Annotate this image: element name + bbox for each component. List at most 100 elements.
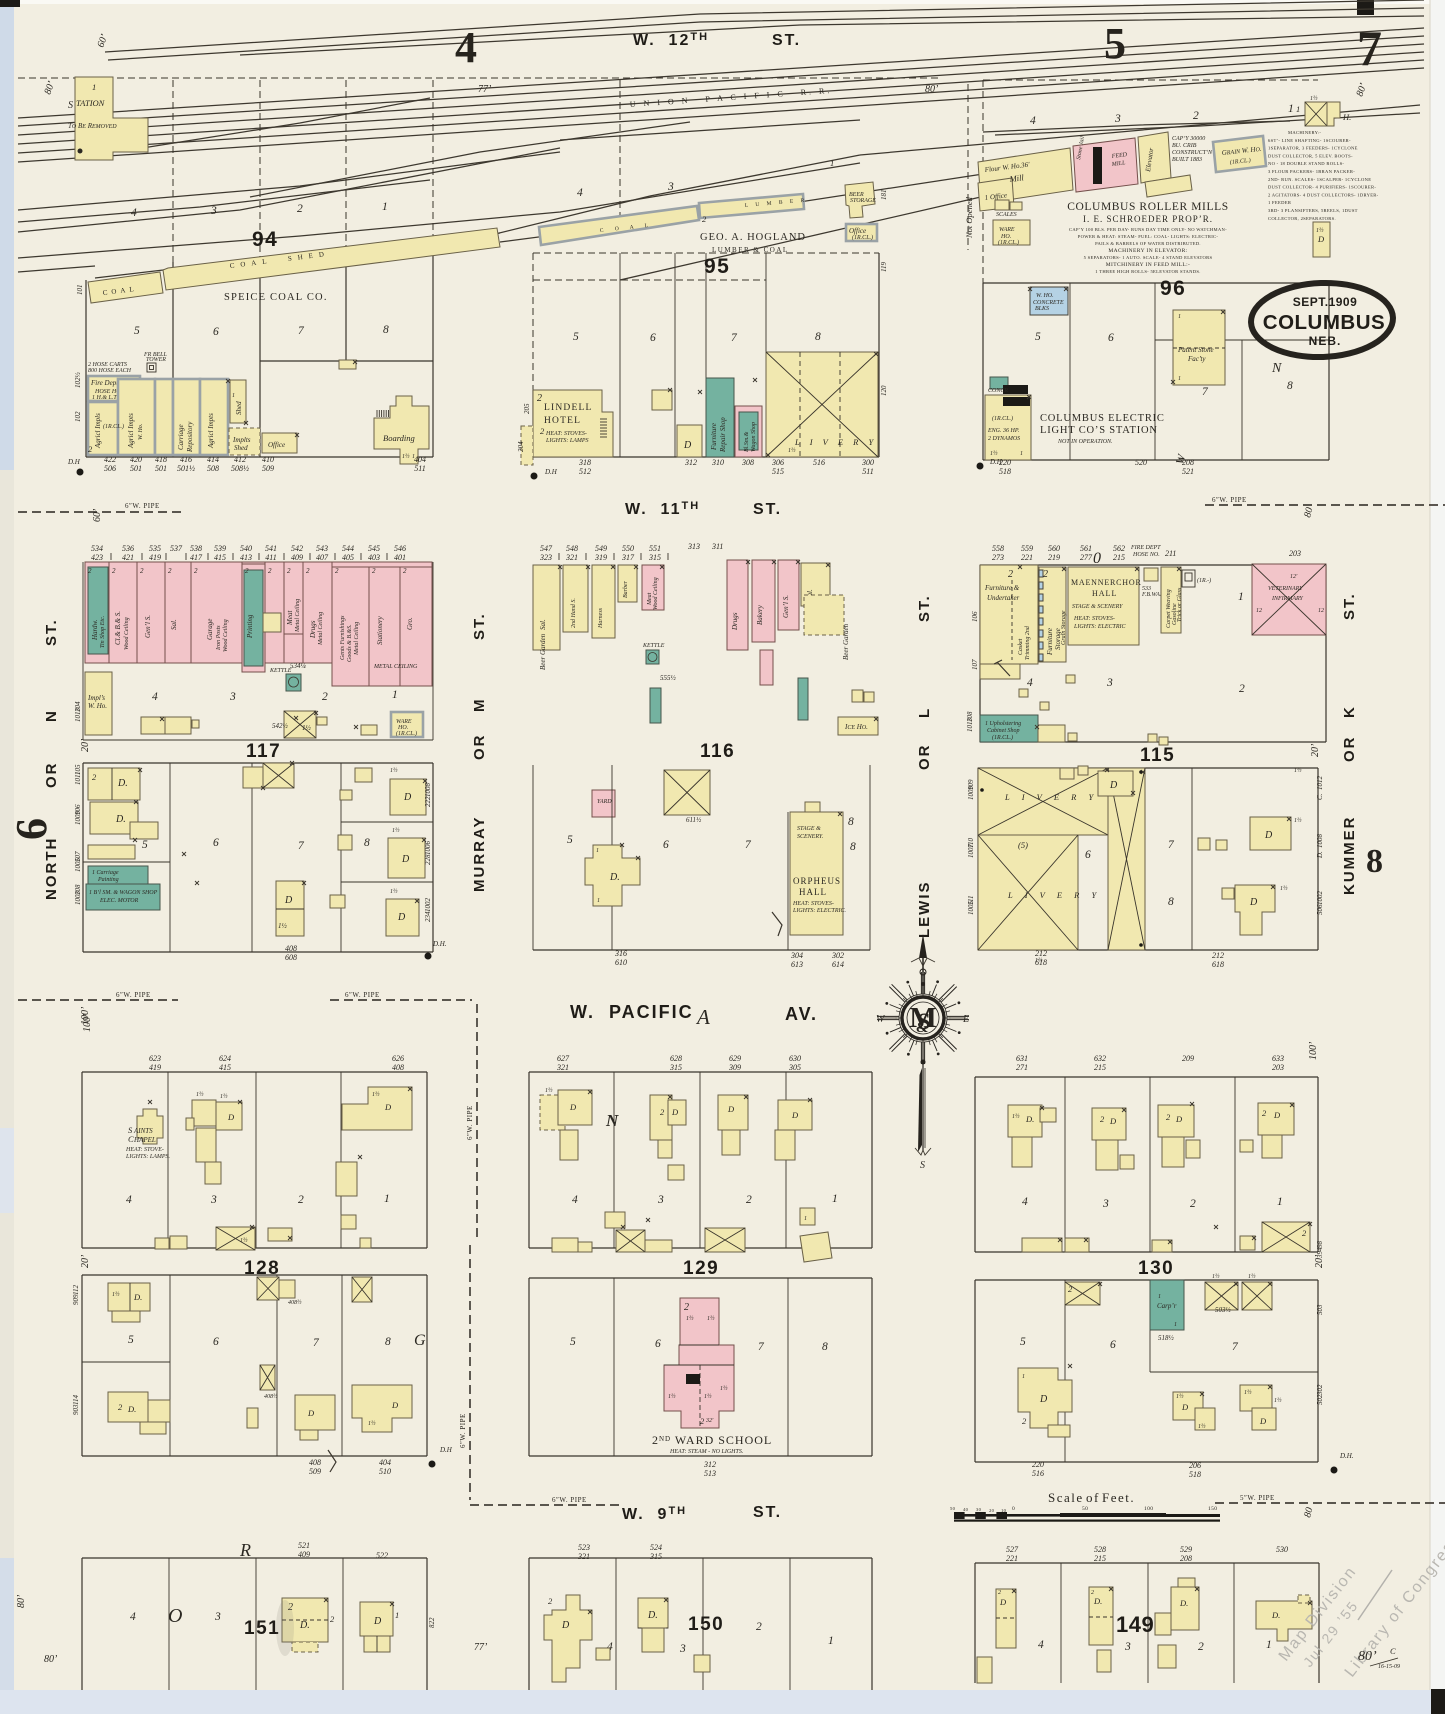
svg-text:516: 516 — [813, 458, 825, 467]
svg-text:D: D — [403, 792, 412, 803]
svg-text:501: 501 — [130, 464, 142, 473]
svg-text:D: D — [999, 1597, 1007, 1607]
svg-text:102½: 102½ — [74, 372, 82, 389]
svg-text:538: 538 — [190, 544, 202, 553]
svg-text:1005: 1005 — [967, 901, 975, 916]
svg-text:D: D — [569, 1102, 577, 1112]
svg-text:203: 203 — [1272, 1063, 1284, 1072]
svg-text:LIGHTS: LAMPS: LIGHTS: LAMPS — [545, 438, 589, 444]
svg-text:2 HOSE CARTS: 2 HOSE CARTS — [88, 362, 127, 368]
svg-text:541: 541 — [265, 544, 277, 553]
svg-text:315: 315 — [669, 1063, 682, 1072]
svg-text:537: 537 — [170, 544, 183, 553]
svg-text:BU. CRIB: BU. CRIB — [1172, 143, 1197, 149]
svg-text:3: 3 — [1114, 113, 1121, 125]
svg-text:12: 12 — [1256, 608, 1262, 614]
svg-text:2: 2 — [1193, 110, 1199, 122]
svg-text:1: 1 — [1174, 1322, 1177, 1328]
svg-text:Drugs: Drugs — [309, 620, 317, 639]
svg-text:7: 7 — [1202, 386, 1209, 398]
svg-text:508½: 508½ — [231, 464, 249, 473]
svg-text:2: 2 — [746, 1194, 752, 1206]
svg-text:510: 510 — [379, 1467, 391, 1476]
svg-text:6: 6 — [1085, 849, 1091, 861]
svg-text:632: 632 — [1094, 1054, 1106, 1063]
svg-text:TOWER: TOWER — [146, 357, 166, 363]
svg-text:2: 2 — [245, 567, 249, 575]
svg-text:315: 315 — [648, 553, 661, 562]
svg-text:558: 558 — [992, 544, 1004, 553]
svg-text:518½: 518½ — [1158, 1334, 1175, 1342]
svg-text:502: 502 — [1316, 1394, 1324, 1405]
svg-text:312: 312 — [684, 458, 697, 467]
svg-text:HEAT: STOVES-: HEAT: STOVES- — [1073, 616, 1115, 622]
svg-text:VETERINARY: VETERINARY — [1268, 586, 1303, 592]
svg-text:130: 130 — [1138, 1258, 1174, 1279]
svg-text:D: D — [1273, 1110, 1281, 1120]
svg-text:1: 1 — [92, 82, 96, 92]
svg-text:909: 909 — [72, 1294, 80, 1305]
svg-text:308: 308 — [741, 458, 754, 467]
svg-text:1006: 1006 — [424, 841, 432, 856]
svg-text:8: 8 — [822, 1341, 828, 1353]
svg-text:1009: 1009 — [967, 786, 975, 801]
svg-text:Goods & B.&S.: Goods & B.&S. — [347, 624, 353, 662]
svg-text:106: 106 — [971, 611, 979, 622]
svg-text:ST.: ST. — [43, 618, 60, 646]
svg-text:536: 536 — [122, 544, 134, 553]
svg-text:1½: 1½ — [1012, 1113, 1020, 1120]
svg-text:1: 1 — [830, 158, 834, 168]
svg-text:5: 5 — [142, 839, 148, 851]
svg-text:549: 549 — [595, 544, 607, 553]
svg-text:547: 547 — [540, 544, 553, 553]
svg-text:6: 6 — [1108, 332, 1114, 344]
svg-text:4: 4 — [1027, 677, 1033, 689]
svg-text:MACHINERY:-: MACHINERY:- — [1288, 130, 1321, 135]
svg-text:D.: D. — [1025, 1114, 1034, 1124]
svg-text:204: 204 — [517, 441, 525, 452]
svg-text:1: 1 — [395, 1610, 399, 1620]
svg-text:N: N — [1271, 361, 1282, 376]
svg-text:1: 1 — [1022, 1374, 1025, 1380]
svg-text:1½: 1½ — [1294, 817, 1302, 824]
svg-text:K: K — [1341, 705, 1358, 718]
svg-text:5: 5 — [1020, 1336, 1026, 1348]
svg-text:206: 206 — [1189, 1461, 1201, 1470]
svg-text:8: 8 — [364, 837, 370, 849]
svg-text:523: 523 — [578, 1543, 590, 1552]
svg-text:1½: 1½ — [278, 922, 288, 930]
svg-text:D: D — [1175, 1114, 1183, 1124]
svg-text:(1R.CL.): (1R.CL.) — [103, 423, 124, 430]
svg-text:Drugs: Drugs — [731, 612, 739, 631]
svg-text:1: 1 — [1020, 451, 1023, 457]
svg-text:D: D — [227, 1112, 235, 1122]
svg-text:80’: 80’ — [16, 1594, 27, 1608]
svg-text:L I V E R Y: L I V E R Y — [794, 437, 877, 447]
svg-text:D: D — [561, 1620, 570, 1631]
svg-text:CAP’Y 30000: CAP’Y 30000 — [1172, 136, 1205, 142]
svg-text:D: D — [1109, 1116, 1117, 1126]
svg-text:Gen’l S.: Gen’l S. — [782, 595, 790, 618]
svg-text:94: 94 — [252, 228, 278, 251]
svg-text:302: 302 — [831, 951, 844, 960]
svg-text:2: 2 — [140, 567, 144, 575]
svg-text:100’: 100’ — [82, 1013, 93, 1032]
svg-text:98: 98 — [1316, 1241, 1324, 1249]
svg-text:ELEC. MOTOR: ELEC. MOTOR — [99, 898, 139, 904]
svg-text:CONCRETE: CONCRETE — [1033, 300, 1064, 306]
svg-text:Fire Dept: Fire Dept — [90, 379, 119, 387]
svg-text:4: 4 — [455, 23, 477, 72]
svg-text:Stone Jail: Stone Jail — [1076, 136, 1086, 161]
svg-text:3: 3 — [1124, 1641, 1131, 1653]
svg-text:209: 209 — [1182, 1054, 1194, 1063]
svg-text:3: 3 — [210, 205, 217, 217]
svg-text:511: 511 — [862, 467, 873, 476]
svg-text:KETTLE: KETTLE — [642, 643, 665, 649]
svg-text:129: 129 — [683, 1258, 719, 1279]
svg-text:(1R.CL.): (1R.CL.) — [992, 734, 1013, 741]
svg-text:2: 2 — [1262, 1108, 1267, 1118]
svg-text:1 B’l SM. & WAGON SHOP: 1 B’l SM. & WAGON SHOP — [89, 890, 158, 896]
svg-text:KUMMER: KUMMER — [1341, 816, 1358, 896]
svg-text:HALL: HALL — [799, 887, 827, 897]
svg-text:208: 208 — [1182, 458, 1194, 467]
